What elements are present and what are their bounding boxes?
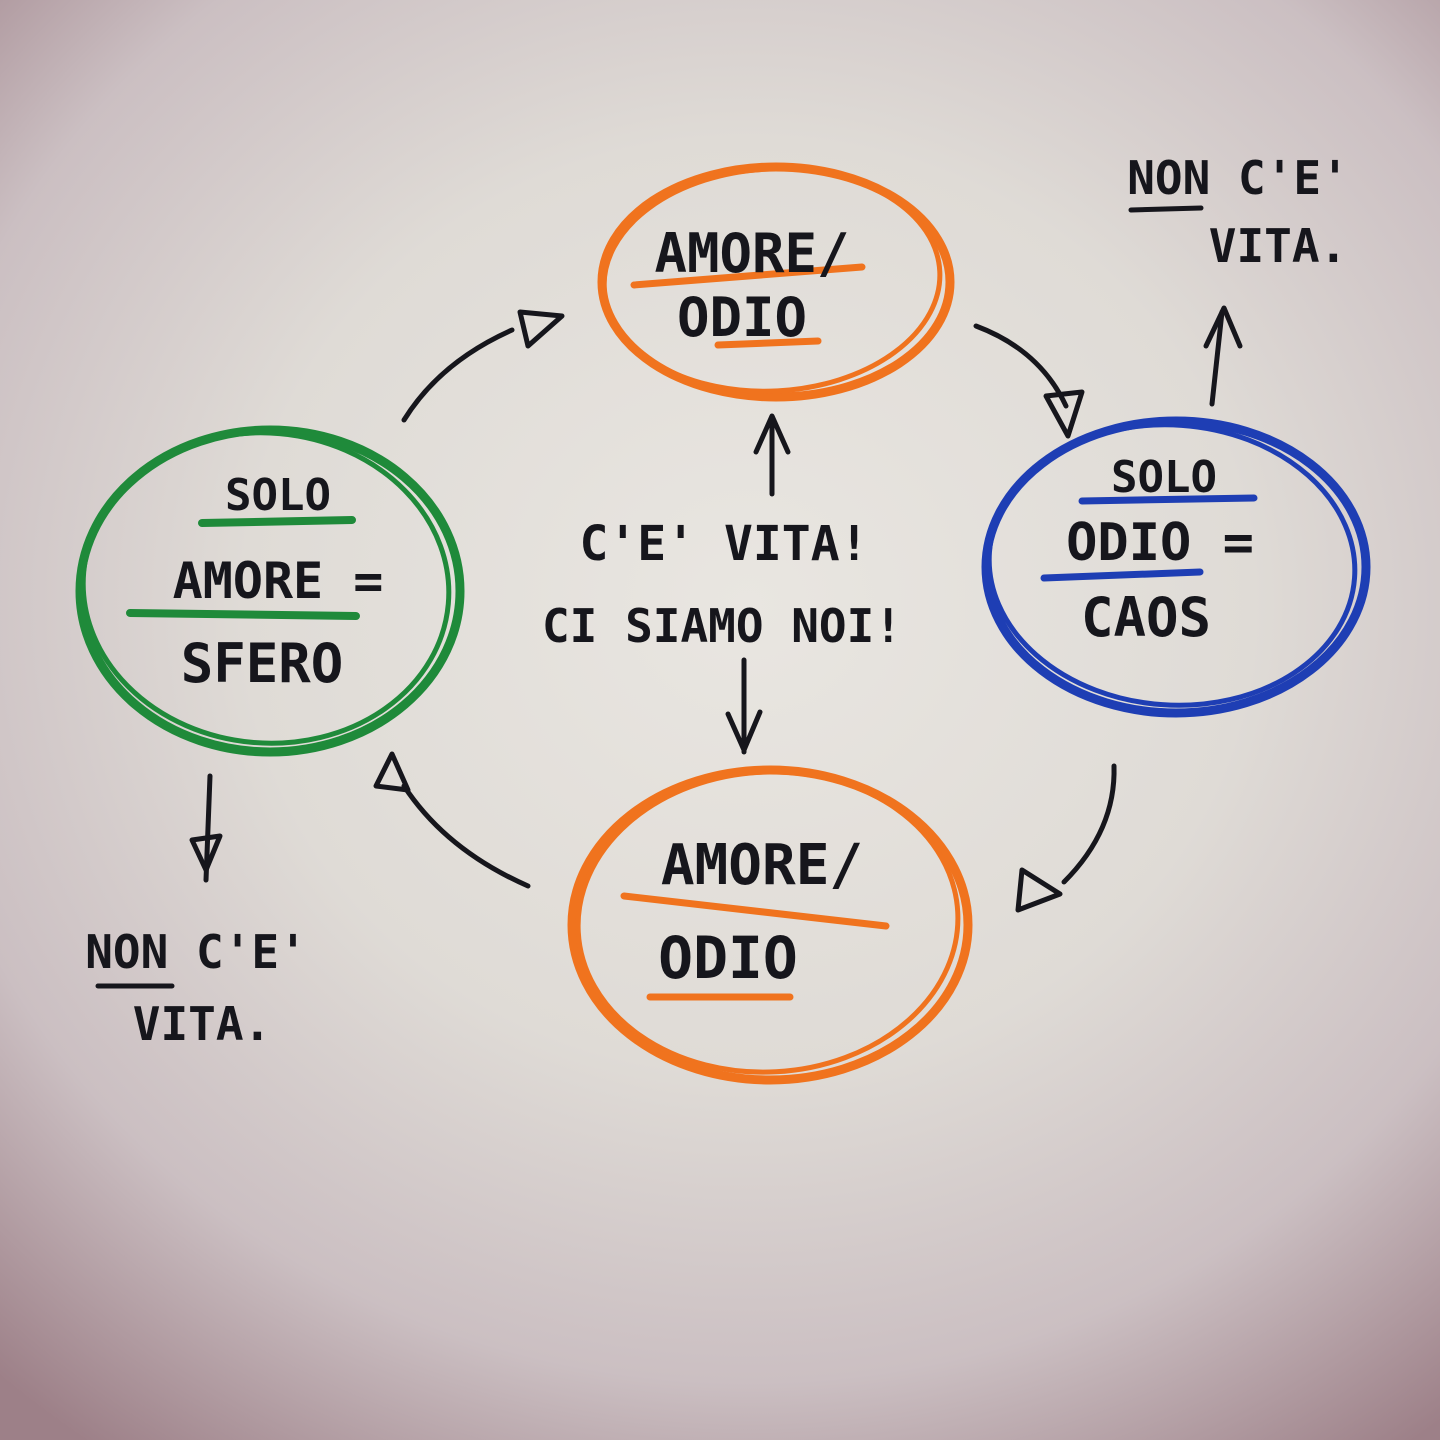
node-right-line-2: ODIO = bbox=[1066, 513, 1254, 573]
node-top-label: AMORE/ ODIO bbox=[654, 222, 849, 349]
arrow-center-to-top bbox=[753, 413, 791, 497]
underlines-top bbox=[630, 263, 866, 349]
circle-left bbox=[75, 425, 465, 757]
node-left-line-2: AMORE = bbox=[173, 552, 384, 610]
underlines-left bbox=[126, 516, 360, 620]
node-left-line-1: SOLO bbox=[225, 470, 331, 521]
arrow-top-to-right bbox=[973, 323, 1085, 439]
underlines-right bbox=[1040, 494, 1258, 582]
arrow-left-to-top bbox=[401, 309, 565, 423]
arrow-right-to-bottom bbox=[1015, 763, 1117, 913]
node-left-line-3: SFERO bbox=[181, 632, 344, 695]
note-top-right-line-2: VITA. bbox=[1209, 219, 1347, 273]
underlines-notes bbox=[95, 205, 1204, 989]
note-bottom-left-line-1: NON C'E' bbox=[85, 925, 307, 979]
node-right-label: SOLO ODIO = CAOS bbox=[1066, 452, 1254, 649]
node-right-line-1: SOLO bbox=[1111, 452, 1217, 503]
arrow-center-to-bottom bbox=[725, 657, 763, 755]
circle-top bbox=[597, 162, 955, 402]
underlines-bottom bbox=[620, 892, 890, 1001]
arrow-left-to-note bbox=[189, 773, 223, 883]
note-top-right-line-1: NON C'E' bbox=[1127, 151, 1349, 205]
center-label: C'E' VITA! CI SIAMO NOI! bbox=[542, 516, 902, 653]
node-right-line-3: CAOS bbox=[1081, 586, 1211, 649]
center-line-1: C'E' VITA! bbox=[580, 516, 869, 572]
arrow-bottom-to-left bbox=[373, 751, 531, 889]
note-bottom-left: NON C'E' VITA. bbox=[85, 925, 307, 1051]
node-bottom-label: AMORE/ ODIO bbox=[658, 833, 863, 992]
center-line-2: CI SIAMO NOI! bbox=[542, 599, 902, 653]
circle-right bbox=[981, 416, 1371, 718]
circle-bottom bbox=[567, 765, 973, 1085]
note-top-right: NON C'E' VITA. bbox=[1127, 151, 1349, 273]
arrow-right-to-note bbox=[1203, 305, 1243, 407]
node-top-line-1: AMORE/ bbox=[654, 222, 849, 285]
node-bottom-line-1: AMORE/ bbox=[661, 833, 863, 898]
note-bottom-left-line-2: VITA. bbox=[133, 997, 271, 1051]
node-left-label: SOLO AMORE = SFERO bbox=[173, 470, 384, 695]
node-bottom-line-2: ODIO bbox=[658, 924, 798, 992]
node-top-line-2: ODIO bbox=[677, 286, 807, 349]
